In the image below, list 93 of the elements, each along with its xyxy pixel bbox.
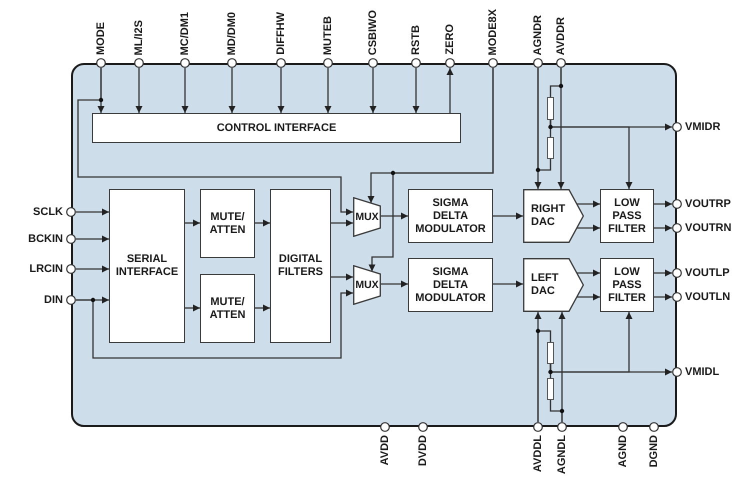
wire — [550, 68, 562, 97]
block-label: DIGITAL FILTERS — [278, 253, 323, 279]
arrow — [76, 290, 353, 359]
function-block — [109, 189, 185, 343]
arrow — [278, 68, 284, 113]
arrow — [255, 304, 270, 312]
pin-label: DGND — [648, 435, 660, 468]
wire — [550, 400, 563, 422]
arrow — [550, 120, 632, 189]
arrow — [185, 220, 200, 226]
pin-label: RSTB — [410, 25, 422, 55]
pin-label: MD/DM0 — [226, 12, 238, 55]
block-label: SIGMA DELTA MODULATOR — [415, 196, 486, 236]
pin-label: DIFFHW — [275, 12, 287, 55]
resistor-symbol — [547, 378, 554, 400]
pin-label: AVDDL — [532, 435, 544, 472]
pin-label: MUTEB — [322, 16, 334, 55]
arrow — [381, 212, 408, 220]
arrow — [577, 294, 600, 300]
pin-label: MODE — [95, 22, 107, 55]
pin-label: VOUTRN — [685, 222, 732, 234]
arrow — [136, 68, 142, 113]
resistor-symbol — [547, 97, 554, 120]
block-label: MUTE/ ATTEN — [210, 210, 246, 236]
block-label: CONTROL INTERFACE — [216, 122, 336, 134]
function-block — [92, 113, 461, 143]
arrow — [182, 68, 188, 113]
resistor-symbol — [547, 342, 554, 364]
block-label: RIGHT DAC — [531, 202, 566, 228]
arrow — [654, 294, 672, 300]
arrow — [331, 220, 353, 226]
block-label: SERIAL INTERFACE — [116, 253, 178, 279]
arrow — [654, 224, 672, 232]
function-block — [200, 189, 255, 258]
pin-label: VMIDR — [685, 121, 720, 133]
function-block — [408, 258, 493, 312]
arrow — [331, 274, 353, 280]
function-block — [408, 189, 493, 243]
pin-label: BCKIN — [28, 233, 63, 245]
arrow — [493, 280, 523, 288]
function-block — [600, 258, 654, 312]
pin-label: ZERO — [444, 24, 456, 55]
arrow — [412, 68, 420, 113]
arrow — [76, 208, 109, 216]
block-label: MUTE/ ATTEN — [210, 296, 246, 322]
arrow — [76, 266, 109, 272]
arrow — [185, 304, 200, 312]
arrow — [76, 236, 109, 242]
pin-label: ML/I2S — [133, 20, 145, 55]
pin-label: AVDDR — [555, 16, 567, 55]
resistor-symbol — [547, 137, 554, 159]
arrow — [577, 200, 600, 208]
pin-label: VMIDL — [685, 366, 720, 378]
pin-label: VOUTRP — [685, 198, 731, 210]
pin-label: AGNDR — [532, 14, 544, 55]
arrow — [228, 68, 236, 113]
arrow — [370, 68, 376, 113]
function-block — [600, 189, 654, 243]
arrow — [77, 68, 353, 216]
pin-label: AGNDL — [556, 435, 568, 474]
arrow — [577, 224, 600, 232]
arrow — [577, 270, 600, 276]
block-label: LOW PASS FILTER — [608, 196, 646, 236]
function-block — [200, 274, 255, 343]
block-label: MUX — [355, 210, 379, 224]
block-label: SIGMA DELTA MODULATOR — [415, 266, 486, 304]
arrow — [446, 68, 454, 113]
pin-label: CSBIWO — [367, 10, 379, 55]
arrow — [493, 212, 523, 220]
wire — [537, 68, 552, 171]
function-block — [270, 189, 331, 343]
pin-label: AGND — [617, 435, 629, 468]
arrow — [654, 200, 672, 208]
pin-label: SCLK — [33, 206, 63, 218]
pin-label: VOUTLP — [685, 267, 730, 279]
pin-label: DIN — [44, 294, 63, 306]
arrow — [381, 280, 408, 288]
block-label: LEFT DAC — [531, 272, 558, 298]
arrow — [368, 68, 494, 272]
pin-label: VOUTLN — [685, 291, 730, 303]
pin-label: MC/DM1 — [179, 12, 191, 55]
wire — [537, 330, 552, 422]
chip-body — [71, 63, 677, 427]
pin-label: AVDD — [379, 435, 391, 466]
pin-label: DVDD — [417, 435, 429, 466]
block-label: MUX — [355, 278, 379, 292]
arrow — [550, 312, 632, 373]
pin-label: MODE8X — [487, 8, 499, 55]
pin-label: LRCIN — [29, 263, 63, 275]
arrow — [255, 220, 270, 226]
arrow — [654, 270, 672, 276]
arrow — [324, 68, 332, 113]
block-label: LOW PASS FILTER — [608, 266, 646, 304]
